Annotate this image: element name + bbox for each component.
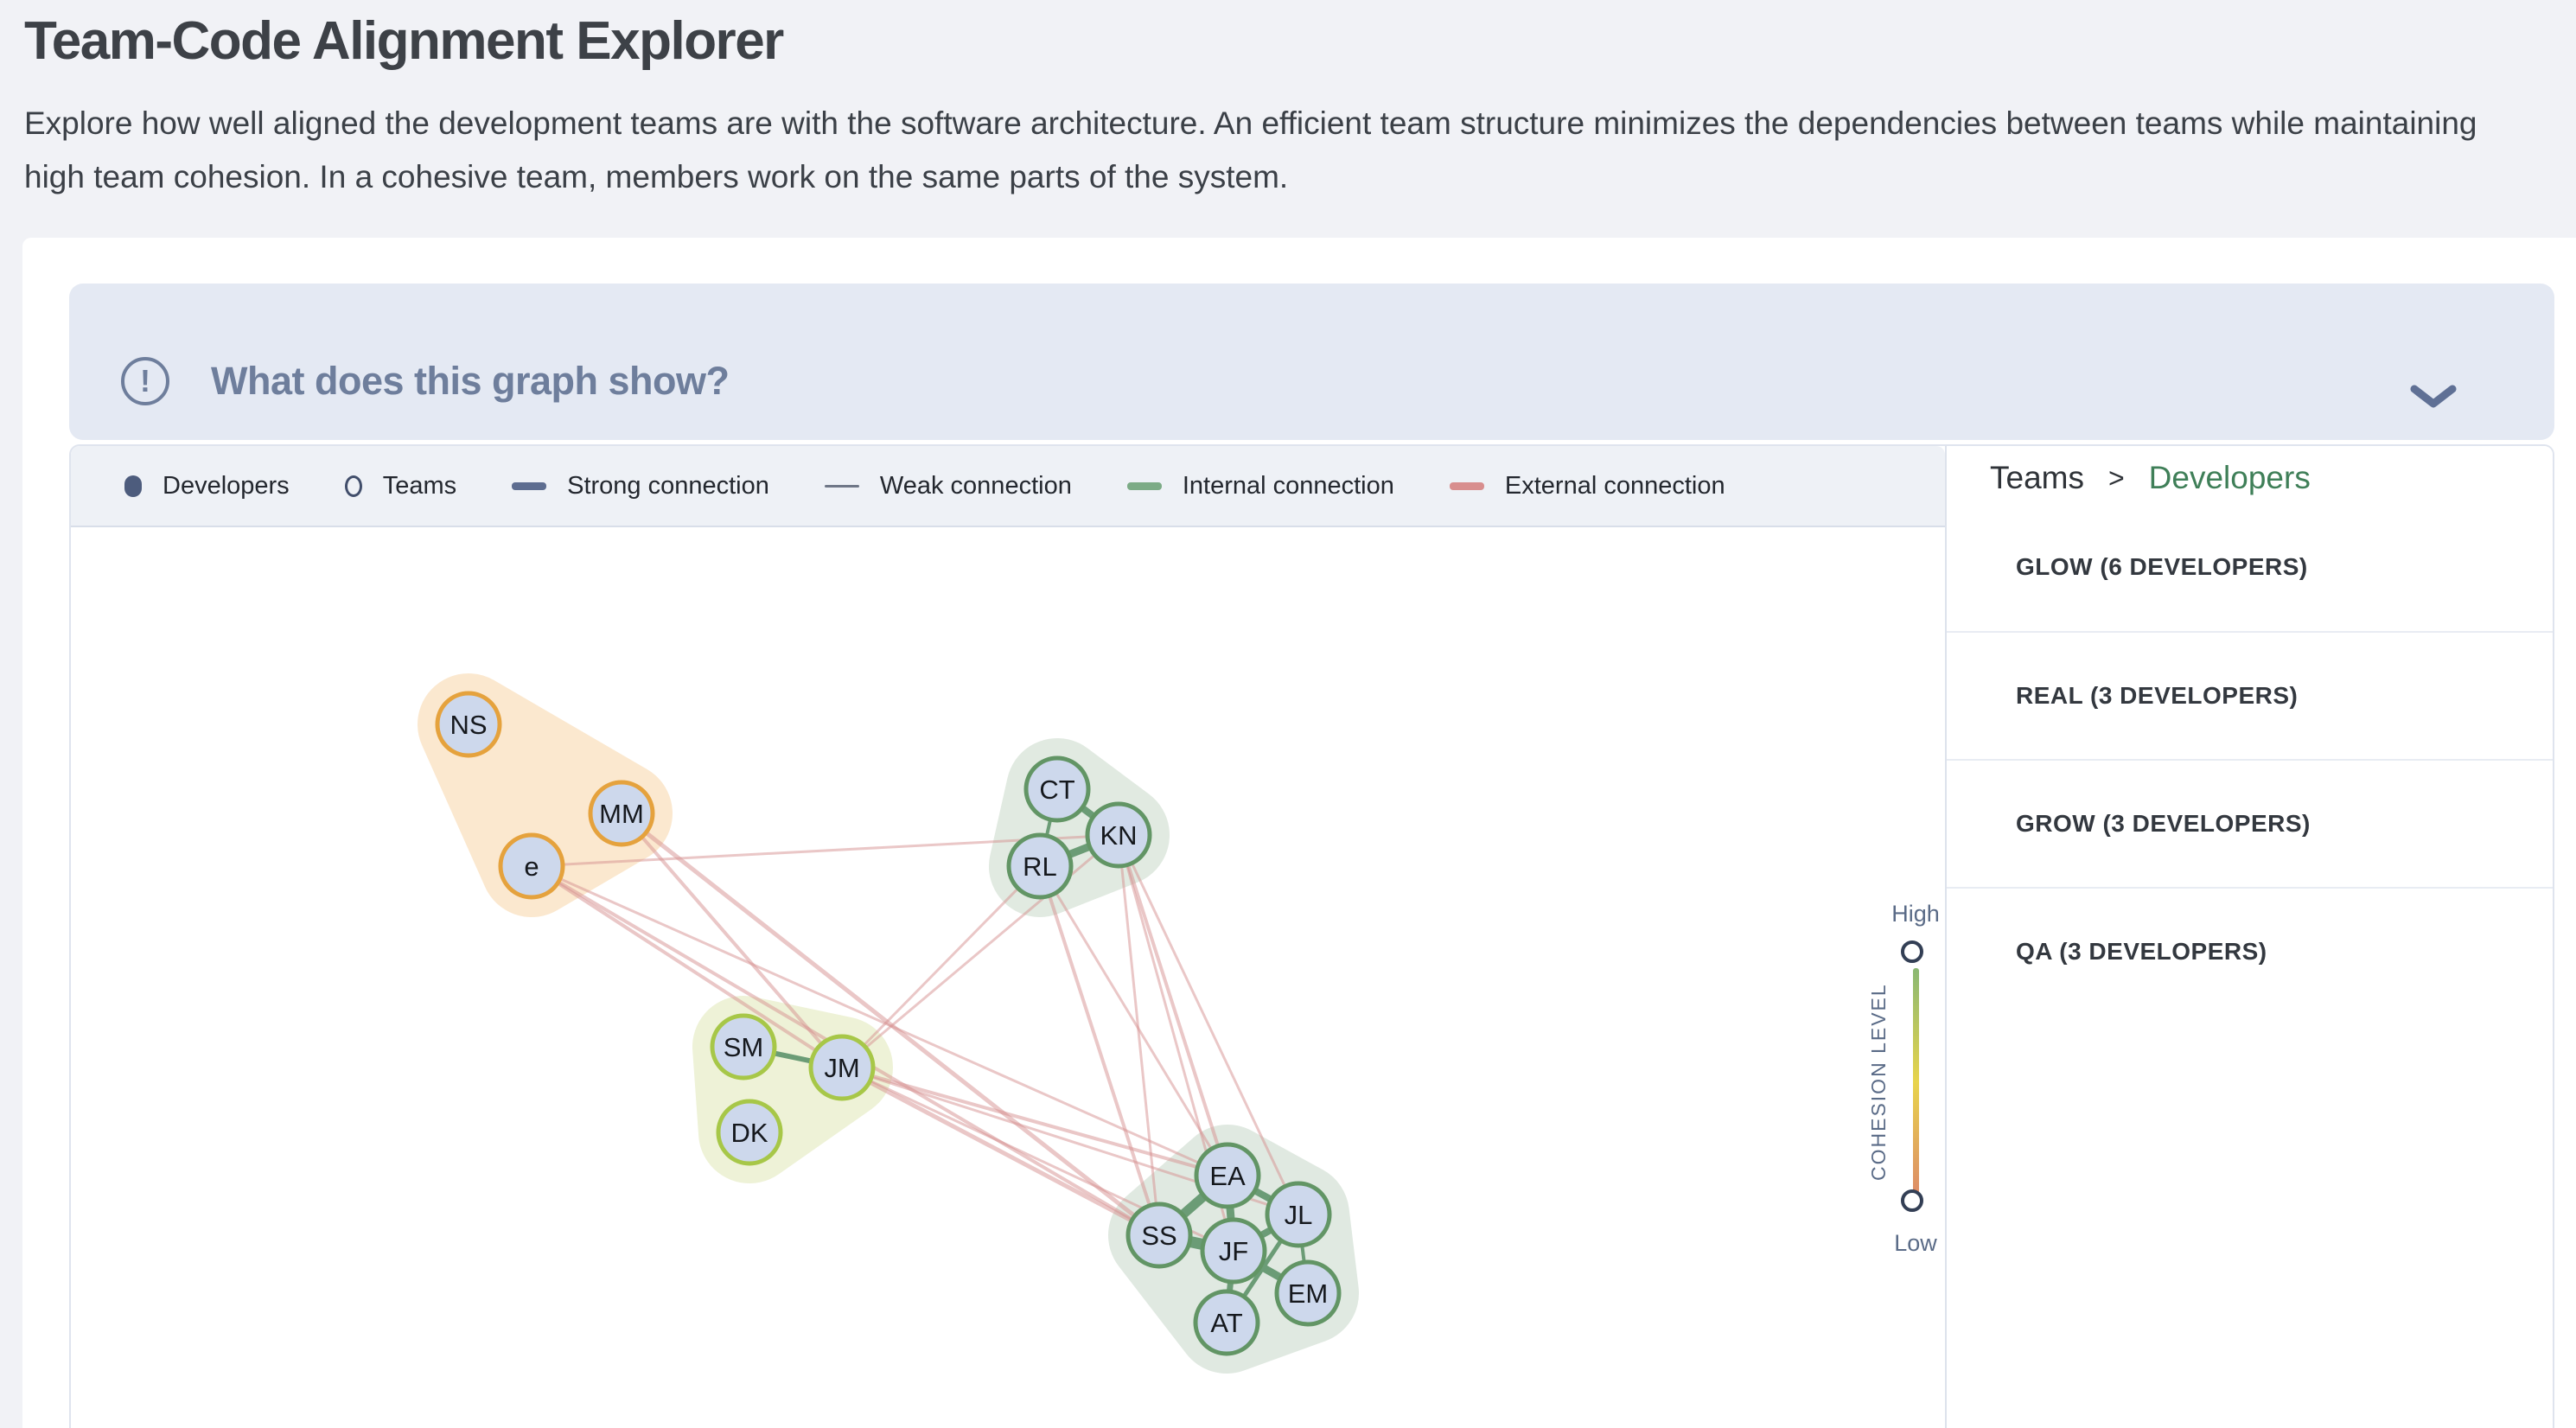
team-list-item[interactable]: GROW (3 DEVELOPERS)	[1947, 759, 2553, 887]
legend-label: Internal connection	[1182, 471, 1394, 500]
graph-node-CT[interactable]	[1023, 755, 1091, 823]
team-graph: NS MM e CT KN RL SM JM DK EA JL SS JF EM AT High Low C…	[71, 527, 1945, 1428]
info-banner[interactable]: ! What does this graph show?	[69, 284, 2554, 440]
page-description: Explore how well aligned the development…	[24, 105, 2477, 194]
graph-node-label-MM: MM	[599, 799, 644, 829]
cohesion-low-handle[interactable]	[1901, 1189, 1923, 1212]
legend-item-teams: Teams	[344, 471, 457, 500]
cohesion-low-label: Low	[1894, 1230, 1937, 1256]
cohesion-axis-label: COHESION LEVEL	[1867, 983, 1890, 1182]
legend-item-external-connection: External connection	[1449, 471, 1725, 500]
cohesion-high-handle[interactable]	[1901, 940, 1923, 963]
external-edge-RL-EA	[1038, 865, 1229, 1176]
graph-node-EA[interactable]	[1194, 1142, 1261, 1209]
external-edge-KN-SS	[1117, 834, 1161, 1236]
external-connection-icon	[1449, 481, 1484, 490]
graph-legend: Developers Teams Strong connection Weak …	[71, 446, 1945, 527]
external-edge-JM-SS	[840, 1065, 1161, 1238]
graph-node-label-JM: JM	[824, 1053, 859, 1083]
chevron-down-icon[interactable]	[2409, 385, 2458, 413]
team-outline-icon	[344, 475, 362, 497]
legend-label: Weak connection	[879, 471, 1072, 500]
cohesion-gradient-bar	[1913, 968, 1919, 1196]
graph-node-NS[interactable]	[435, 691, 502, 758]
graph-node-label-CT: CT	[1039, 775, 1074, 805]
graph-node-label-RL: RL	[1023, 851, 1057, 882]
graph-node-EM[interactable]	[1274, 1259, 1342, 1327]
breadcrumb-separator: >	[2107, 462, 2125, 494]
team-list-item[interactable]: REAL (3 DEVELOPERS)	[1947, 631, 2553, 759]
legend-label: Developers	[163, 471, 290, 500]
external-edge-JM-KN	[841, 833, 1119, 1069]
graph-node-label-AT: AT	[1210, 1308, 1242, 1338]
external-edge-KN-JL	[1117, 834, 1300, 1215]
external-edge-e-JM	[530, 864, 844, 1069]
legend-item-strong-connection: Strong connection	[512, 472, 769, 500]
legend-label: Strong connection	[567, 471, 769, 500]
graph-node-SS[interactable]	[1125, 1202, 1193, 1269]
graph-node-JF[interactable]	[1200, 1217, 1267, 1285]
info-banner-title: What does this graph show?	[211, 358, 730, 403]
team-list-item[interactable]: QA (3 DEVELOPERS)	[1947, 887, 2553, 1015]
graph-node-label-SS: SS	[1141, 1221, 1176, 1251]
internal-connection-icon	[1126, 481, 1162, 490]
graph-node-e[interactable]	[498, 832, 565, 900]
graph-node-label-SM: SM	[724, 1032, 764, 1062]
graph-node-label-JF: JF	[1219, 1236, 1248, 1266]
strong-connection-icon	[512, 481, 547, 490]
graph-node-label-NS: NS	[450, 710, 487, 740]
legend-item-weak-connection: Weak connection	[824, 471, 1072, 500]
graph-node-label-DK: DK	[730, 1118, 768, 1148]
legend-label: External connection	[1504, 471, 1725, 500]
graph-node-KN[interactable]	[1085, 801, 1152, 869]
legend-label: Teams	[382, 471, 457, 500]
external-edge-RL-SS	[1038, 865, 1161, 1236]
breadcrumb-teams[interactable]: Teams	[1990, 460, 2084, 495]
external-edge-MM-SS	[620, 812, 1161, 1237]
graph-node-label-EM: EM	[1288, 1278, 1329, 1309]
graph-node-SM[interactable]	[710, 1013, 777, 1081]
team-blob-qa[interactable]	[418, 673, 673, 917]
team-list-item[interactable]: GLOW (6 DEVELOPERS)	[2016, 553, 2308, 580]
graph-node-AT[interactable]	[1193, 1289, 1260, 1356]
external-edge-KN-EA	[1117, 834, 1229, 1176]
breadcrumb: Teams > Developers	[1947, 446, 2553, 496]
external-edge-JM-EA	[841, 1066, 1228, 1177]
graph-node-JM[interactable]	[808, 1034, 876, 1101]
graph-node-label-KN: KN	[1100, 820, 1137, 851]
graph-node-RL[interactable]	[1006, 832, 1074, 900]
page-title: Team-Code Alignment Explorer	[24, 11, 784, 71]
graph-panel: Developers Teams Strong connection Weak …	[69, 444, 2554, 1428]
external-edge-MM-JM	[620, 812, 844, 1069]
graph-node-DK[interactable]	[716, 1099, 783, 1166]
cohesion-high-label: High	[1891, 901, 1940, 927]
team-graph-svg: NS MM e CT KN RL SM JM DK EA JL SS JF EM AT	[418, 673, 1359, 1374]
breadcrumb-developers[interactable]: Developers	[2148, 460, 2311, 495]
legend-item-internal-connection: Internal connection	[1126, 471, 1394, 500]
graph-node-label-JL: JL	[1285, 1200, 1313, 1230]
graph-node-label-EA: EA	[1209, 1161, 1246, 1191]
weak-connection-icon	[824, 484, 859, 488]
graph-node-MM[interactable]	[588, 780, 655, 847]
graph-node-JL[interactable]	[1265, 1181, 1332, 1248]
team-list: GLOW (6 DEVELOPERS) REAL (3 DEVELOPERS)GR…	[1947, 503, 2553, 1015]
graph-node-label-e: e	[524, 851, 539, 882]
main-card: ! What does this graph show? Developers	[22, 238, 2576, 1428]
sidebar: Teams > Developers GLOW (6 DEVELOPERS) RE…	[1947, 446, 2553, 1428]
alert-circle-icon: !	[121, 356, 169, 405]
graph-column: Developers Teams Strong connection Weak …	[71, 446, 1947, 1428]
external-edge-JM-RL	[840, 864, 1042, 1069]
developer-node-icon	[124, 475, 142, 497]
legend-item-developers: Developers	[124, 472, 290, 500]
external-edge-e-EA	[531, 864, 1228, 1177]
